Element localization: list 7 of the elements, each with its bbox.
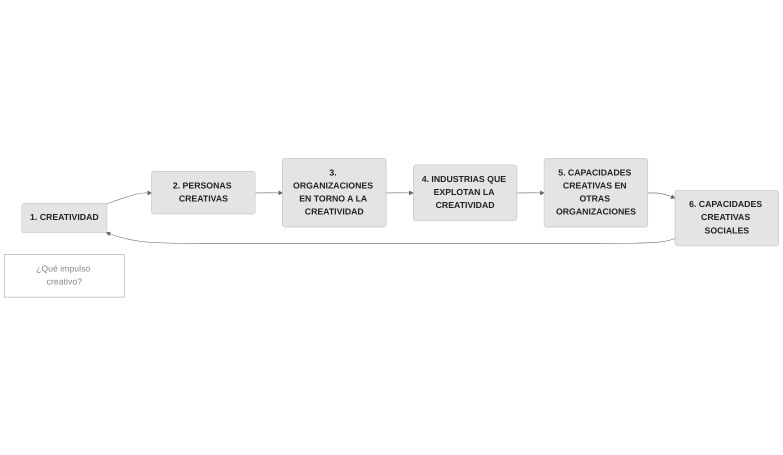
arrow	[255, 190, 283, 196]
arrow	[106, 190, 152, 204]
node-box: ¿Qué impulso creativo?	[4, 254, 125, 298]
arrow	[386, 190, 414, 196]
arrow	[648, 192, 676, 199]
arrow	[106, 231, 676, 244]
arrow	[516, 190, 545, 196]
